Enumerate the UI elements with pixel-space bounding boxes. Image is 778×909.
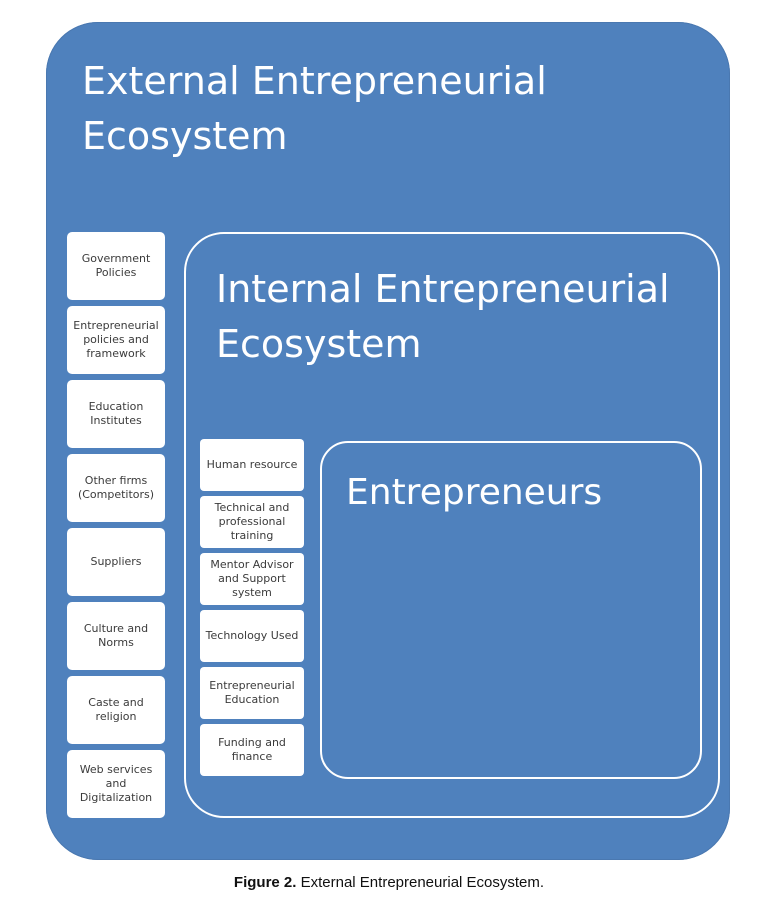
internal-ecosystem-title: Internal Entrepreneurial Ecosystem	[216, 267, 670, 366]
figure-caption: Figure 2. External Entrepreneurial Ecosy…	[0, 874, 778, 891]
external-factor-culture-norms: Culture and Norms	[67, 602, 165, 670]
external-ecosystem-title: External Entrepreneurial Ecosystem	[82, 59, 547, 158]
figure-caption-label: Figure 2.	[233, 874, 297, 891]
internal-factor-entrepreneurial-education: Entrepreneurial Education	[200, 667, 304, 719]
external-factor-web-services: Web services and Digitalization	[67, 750, 165, 818]
external-factor-education-institutes: Education Institutes	[67, 380, 165, 448]
external-factor-caste-religion: Caste and religion	[67, 676, 165, 744]
external-factor-government-policies: Government Policies	[67, 232, 165, 300]
internal-ecosystem-container	[184, 232, 720, 818]
entrepreneurs-container	[320, 441, 702, 779]
external-factor-entrepreneurial-policies: Entrepreneurial policies and framework	[67, 306, 165, 374]
internal-factor-human-resource: Human resource	[200, 439, 304, 491]
internal-factor-funding-finance: Funding and finance	[200, 724, 304, 776]
entrepreneurs-title: Entrepreneurs	[346, 472, 603, 513]
internal-factor-technology-used: Technology Used	[200, 610, 304, 662]
figure-caption-text: External Entrepreneurial Ecosystem.	[300, 874, 545, 891]
external-factor-suppliers: Suppliers	[67, 528, 165, 596]
external-factor-other-firms: Other firms (Competitors)	[67, 454, 165, 522]
internal-factor-technical-training: Technical and professional training	[200, 496, 304, 548]
internal-factor-mentor-advisor: Mentor Advisor and Support system	[200, 553, 304, 605]
